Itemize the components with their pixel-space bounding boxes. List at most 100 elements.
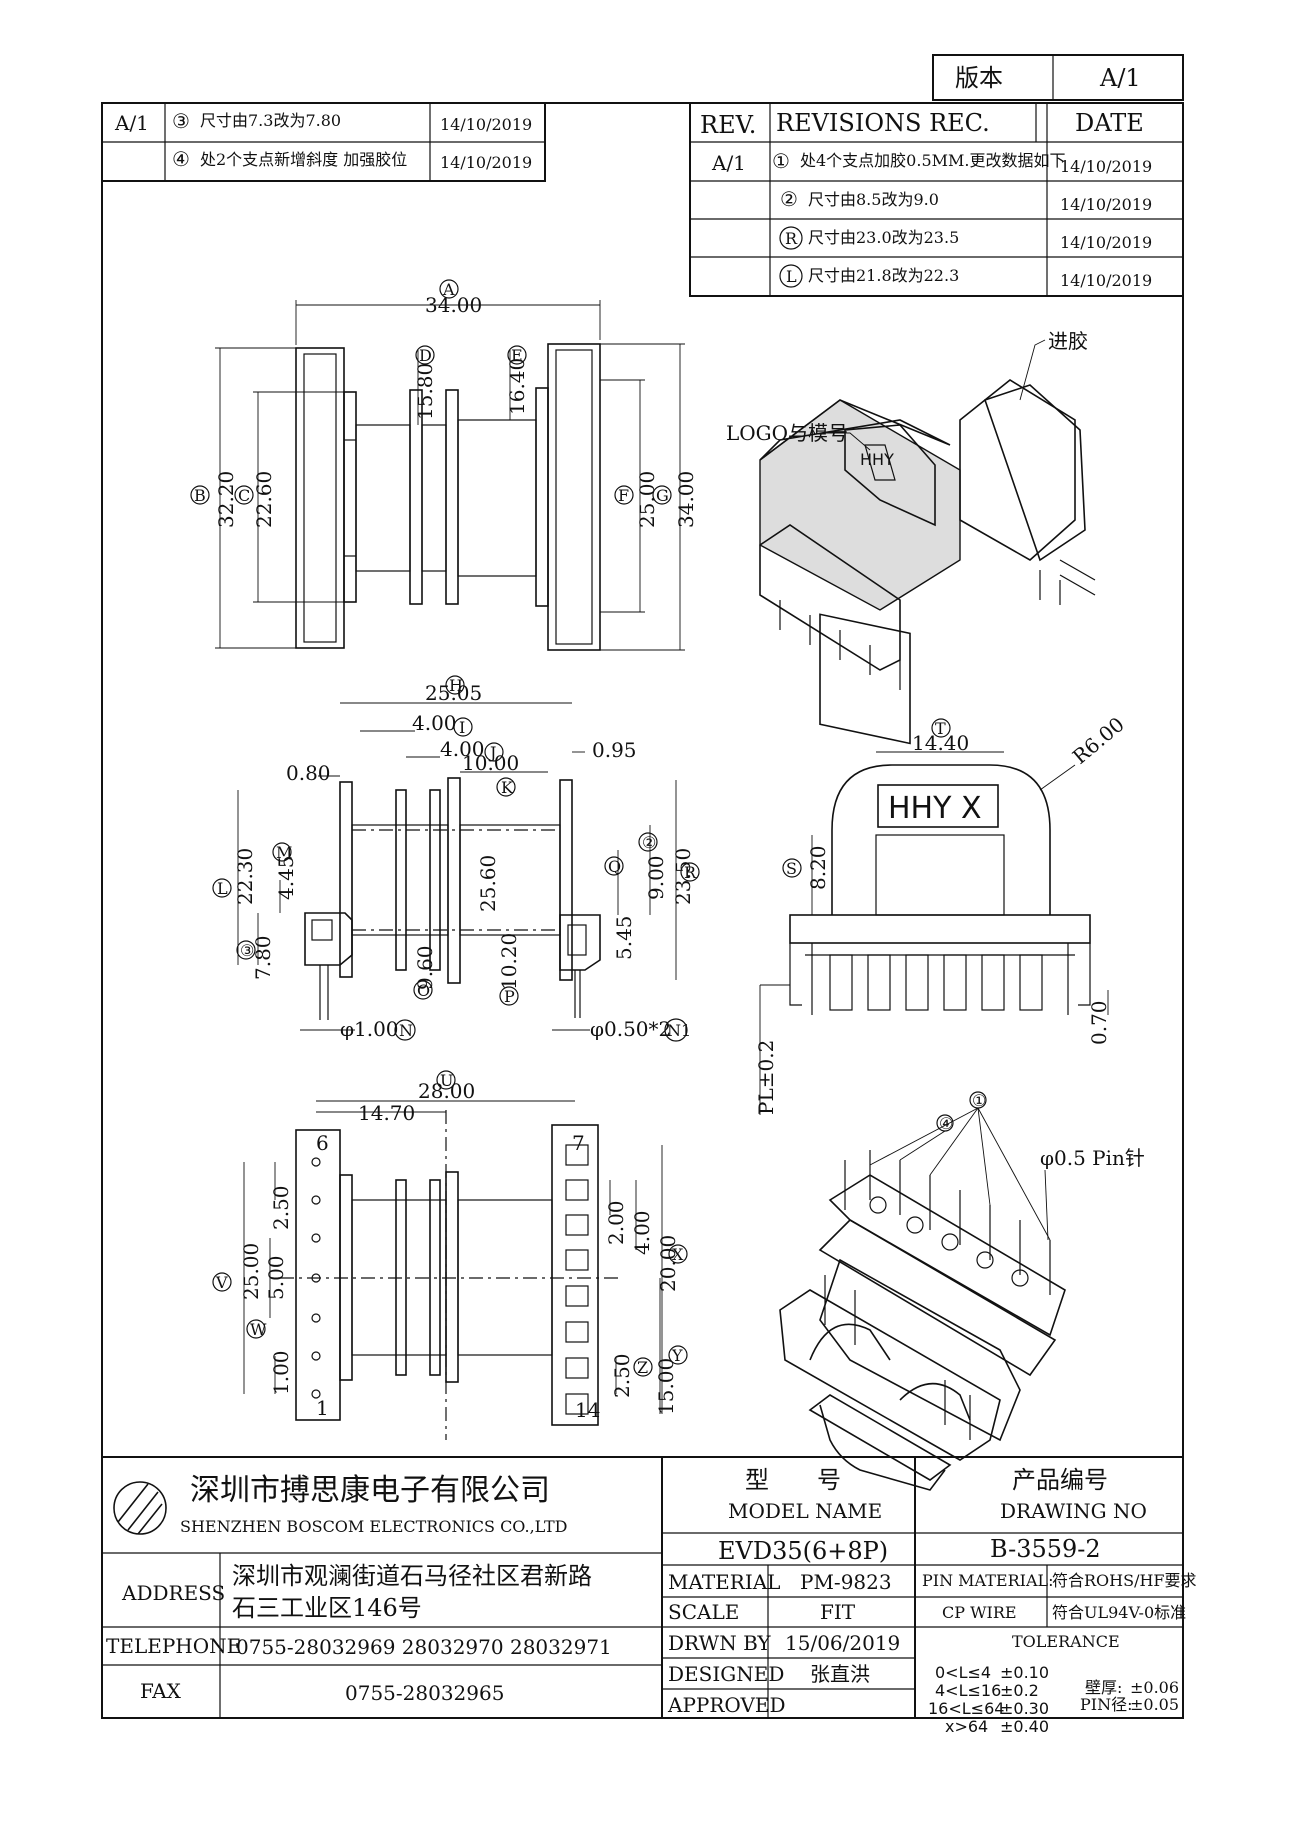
drwn-value: 15/06/2019 <box>785 1631 900 1655</box>
svg-text:Q: Q <box>608 857 621 876</box>
dim-S: 8.20 <box>806 845 830 890</box>
date-header: DATE <box>1075 109 1144 137</box>
dim-Z: 2.50 <box>610 1353 634 1398</box>
left-revision-table: A/1 ③ 尺寸由7.3改为7.80 14/10/2019 ④ 处2个支点新增斜… <box>101 102 546 182</box>
dim-3: 7.80 <box>251 935 275 980</box>
pin-1-label: 1 <box>316 1396 329 1420</box>
dim-R6: R6.00 <box>1068 712 1129 769</box>
svg-text:H: H <box>449 676 463 695</box>
svg-text:N1: N1 <box>667 1021 691 1040</box>
dim-100: 1.00 <box>269 1350 293 1395</box>
version-box: 版本 A/1 <box>932 54 1184 101</box>
dim-Q: 9.00 <box>644 855 668 900</box>
rev-row-3-date: 14/10/2019 <box>1060 233 1152 252</box>
left-rev-1-code: A/1 <box>114 111 149 135</box>
pin-7-label: 7 <box>572 1131 585 1155</box>
svg-text:U: U <box>440 1071 453 1090</box>
gate-callout: 进胶 <box>1048 329 1088 353</box>
designed-value: 张直洪 <box>810 1662 870 1686</box>
dim-095: 0.95 <box>592 738 637 762</box>
pin-dia-value: ±0.05 <box>1130 1695 1179 1714</box>
company-name-cn: 深圳市搏思康电子有限公司 <box>190 1473 550 1508</box>
dim-R: 23.50 <box>671 848 695 905</box>
address-line-2: 石三工业区146号 <box>232 1594 422 1622</box>
rev-header: REV. <box>700 111 756 139</box>
dim-N: φ1.00 <box>340 1017 399 1041</box>
rev-row-4-mark: L <box>786 267 797 286</box>
left-rev-2-mark: ④ <box>172 147 190 171</box>
svg-text:D: D <box>419 346 432 365</box>
svg-text:T: T <box>935 719 946 738</box>
rev-row-2-date: 14/10/2019 <box>1060 195 1152 214</box>
dim-W: 5.00 <box>264 1255 288 1300</box>
wall-value: ±0.06 <box>1130 1678 1179 1697</box>
top-view: A 34.00 15.80 D 16.40 E 32.20 B 22.60 C … <box>190 279 698 651</box>
material-value: PM-9823 <box>800 1570 892 1594</box>
tol-1-range: 0<L≤4 <box>935 1663 991 1682</box>
dim-G: 34.00 <box>674 471 698 528</box>
dim-E: 16.40 <box>505 358 529 415</box>
dim-F: 25.00 <box>635 471 659 528</box>
tol-4-value: ±0.40 <box>1000 1717 1049 1736</box>
dim-Y: 15.00 <box>654 1358 678 1415</box>
telephone-value: 0755-28032969 28032970 28032971 <box>236 1635 612 1659</box>
model-label-en: MODEL NAME <box>728 1499 882 1523</box>
left-rev-2-date: 14/10/2019 <box>440 153 532 172</box>
svg-text:W: W <box>250 1320 267 1339</box>
dim-L: 22.30 <box>233 848 257 905</box>
svg-text:E: E <box>511 346 523 365</box>
revisions-rec-header: REVISIONS REC. <box>776 109 990 137</box>
fax-value: 0755-28032965 <box>345 1681 504 1705</box>
front-view: H 25.05 4.00 I 4.00 J 10.00 K 0.95 0.80 … <box>212 675 700 1042</box>
svg-text:K: K <box>501 778 514 797</box>
left-rev-2-text: 处2个支点新增斜度 加强胶位 <box>200 150 407 169</box>
tolerance-label: TOLERANCE <box>1012 1632 1120 1651</box>
svg-text:G: G <box>656 486 669 505</box>
dim-545: 5.45 <box>612 915 636 960</box>
fax-label: FAX <box>140 1679 182 1703</box>
material-label: MATERIAL <box>668 1570 780 1594</box>
svg-text:V: V <box>215 1273 228 1292</box>
iso-brand-mark: HHY <box>860 450 894 469</box>
drwn-label: DRWN BY <box>668 1631 771 1655</box>
svg-text:P: P <box>504 987 515 1006</box>
svg-text:B: B <box>194 486 206 505</box>
dim-250a: 2.50 <box>269 1185 293 1230</box>
left-rev-1-mark: ③ <box>172 109 190 133</box>
title-block: 深圳市搏思康电子有限公司 SHENZHEN BOSCOM ELECTRONICS… <box>102 1456 1197 1736</box>
tol-4-range: x>64 <box>945 1717 988 1736</box>
callout-4: ④ <box>939 1114 953 1133</box>
rev-row-3-mark: R <box>785 229 798 248</box>
dim-200: 2.00 <box>604 1200 628 1245</box>
dim-P: 10.20 <box>497 933 521 990</box>
isometric-view-top: HHY 进胶 LOGO与模号 <box>726 329 1096 745</box>
dim-V: 25.00 <box>239 1243 263 1300</box>
svg-text:N: N <box>399 1021 413 1040</box>
drawing-label-cn: 产品编号 <box>1012 1466 1108 1494</box>
svg-text:J: J <box>488 743 496 762</box>
svg-text:F: F <box>618 486 629 505</box>
ul-note: 符合UL94V-0标准 <box>1052 1603 1186 1622</box>
dim-D: 15.80 <box>413 363 437 420</box>
drawing-value: B-3559-2 <box>990 1535 1101 1563</box>
dim-1470: 14.70 <box>358 1101 415 1125</box>
tol-3-value: ±0.30 <box>1000 1699 1049 1718</box>
company-logo <box>113 1481 167 1535</box>
svg-text:M: M <box>276 843 292 862</box>
approved-label: APPROVED <box>667 1693 786 1717</box>
pin-6-label: 6 <box>316 1131 329 1155</box>
svg-text:③: ③ <box>240 941 254 960</box>
svg-text:O: O <box>417 981 430 1000</box>
version-label: 版本 <box>955 64 1003 92</box>
rev-row-1-text: 处4个支点加胶0.5MM.更改数据如下 <box>800 151 1065 170</box>
dim-A: 34.00 <box>425 293 482 317</box>
svg-text:②: ② <box>642 833 656 852</box>
svg-text:I: I <box>459 718 465 737</box>
svg-text:A: A <box>442 280 455 299</box>
dim-C: 22.60 <box>252 471 276 528</box>
model-value: EVD35(6+8P) <box>718 1537 888 1565</box>
svg-text:Y: Y <box>671 1346 683 1365</box>
version-value: A/1 <box>1099 64 1141 92</box>
pin-material-value: CP WIRE <box>942 1603 1017 1622</box>
bottom-view: 6 1 7 14 U 28.00 14.70 25.00 V 5.00 W 2.… <box>212 1070 688 1440</box>
